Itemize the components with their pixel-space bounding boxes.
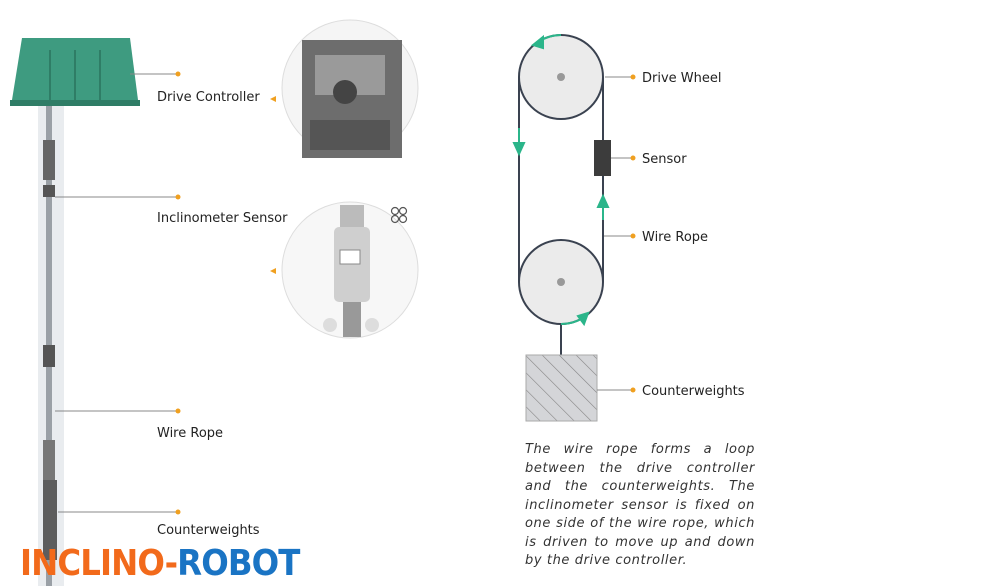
description-text: The wire rope forms a loop between the d… <box>525 442 755 568</box>
inclinometer-detail-image <box>281 201 419 339</box>
label-wire-rope-right: Wire Rope <box>642 230 708 245</box>
label-drive-controller: Drive Controller <box>157 90 260 105</box>
drive-controller-detail-image <box>281 19 419 158</box>
pulley-schematic <box>512 34 611 422</box>
label-inclinometer-sensor: Inclinometer Sensor <box>157 211 288 226</box>
label-sensor: Sensor <box>642 152 687 167</box>
label-counterweights: Counterweights <box>157 523 260 538</box>
pole-illustration <box>38 100 64 586</box>
label-wire-rope: Wire Rope <box>157 426 223 441</box>
label-drive-wheel: Drive Wheel <box>642 71 722 86</box>
clover-icon <box>390 206 408 224</box>
label-counterweights-right: Counterweights <box>642 384 745 399</box>
drive-controller-box <box>10 38 140 106</box>
sensor-block <box>594 140 611 176</box>
counterweight-block <box>525 354 598 422</box>
inclino-robot-logo: INCLINO-ROBOT <box>20 543 300 584</box>
